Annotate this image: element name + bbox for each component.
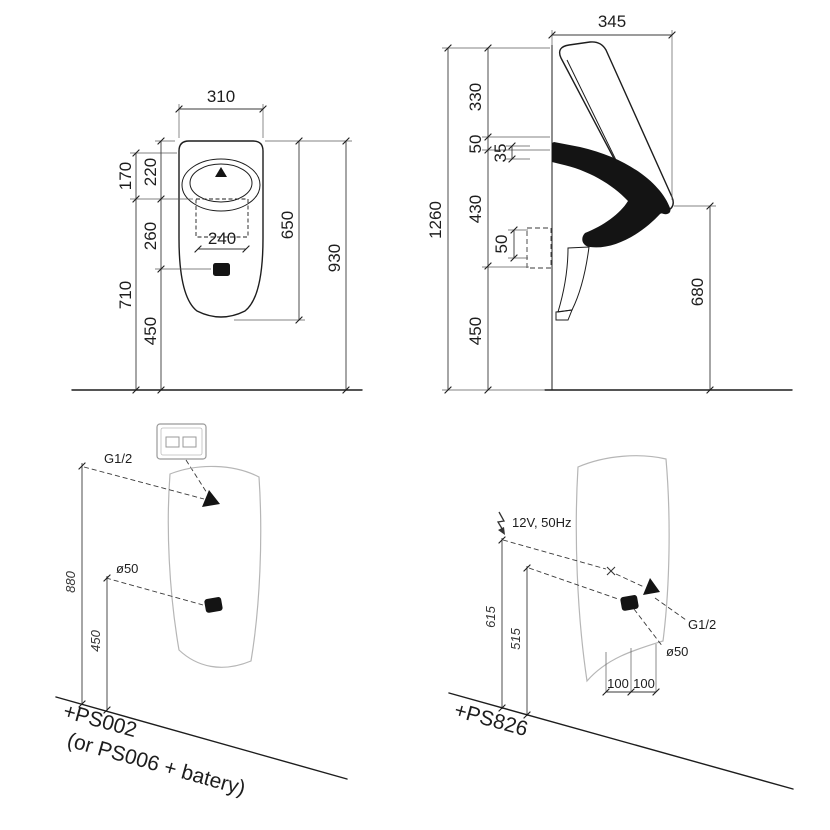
power-label: 12V, 50Hz bbox=[512, 515, 572, 530]
lightning-icon bbox=[496, 511, 506, 533]
dim-930-label: 930 bbox=[325, 244, 344, 272]
dim-615-label: 615 bbox=[483, 605, 498, 627]
flush-plate-inner bbox=[160, 427, 203, 456]
trap-profile bbox=[557, 246, 590, 313]
dim-100-right-label: 100 bbox=[633, 676, 655, 691]
bottom-foot bbox=[555, 309, 573, 321]
drain-label-leader-dashed bbox=[633, 608, 664, 648]
inlet-leader-dashed bbox=[83, 466, 205, 500]
dim-35-label: 35 bbox=[491, 144, 510, 163]
leader-dashed bbox=[615, 573, 645, 588]
install-view-right: 12V, 50Hz G1/2 ø50 100 100 615 515 +PS82… bbox=[448, 455, 794, 790]
flush-button-right bbox=[182, 436, 197, 448]
inlet-label: G1/2 bbox=[104, 451, 132, 466]
dim-430-label: 430 bbox=[466, 195, 485, 223]
bowl-inner-rim bbox=[189, 163, 253, 203]
dim-330-label: 330 bbox=[466, 83, 485, 111]
dim-220-label: 220 bbox=[141, 158, 160, 186]
dim-310-label: 310 bbox=[207, 87, 235, 106]
sensor-triangle-icon bbox=[215, 167, 227, 177]
flush-button-left bbox=[165, 436, 180, 448]
urinal-bowl-profile bbox=[552, 142, 671, 248]
urinal-ghost-outline bbox=[167, 465, 262, 668]
dim-650-label: 650 bbox=[278, 211, 297, 239]
drain-icon bbox=[204, 597, 223, 613]
dim-710-label: 710 bbox=[116, 281, 135, 309]
inlet-triangle-icon bbox=[643, 578, 660, 595]
side-view: 345 1260 330 50 430 450 35 50 680 bbox=[426, 12, 793, 394]
lightning-arrowhead bbox=[498, 527, 505, 535]
dim-515-label: 515 bbox=[508, 627, 523, 649]
dim-170-label: 170 bbox=[116, 162, 135, 190]
inlet-label: G1/2 bbox=[688, 617, 716, 632]
dim-50-mid-label: 50 bbox=[492, 235, 511, 254]
install-view-left: G1/2 ø50 880 450 +PS002 (or PS006 + bate… bbox=[55, 423, 348, 801]
dim-880-label: 880 bbox=[63, 570, 78, 592]
dim-450-label: 450 bbox=[141, 317, 160, 345]
drain-icon bbox=[620, 595, 639, 611]
flush-plate bbox=[156, 423, 207, 460]
dim-1260-label: 1260 bbox=[426, 201, 445, 239]
connection-cross-icon bbox=[606, 566, 616, 576]
plate-leader-dashed bbox=[185, 459, 208, 494]
dim-100-left-label: 100 bbox=[607, 676, 629, 691]
drain-leader-dashed bbox=[528, 567, 619, 600]
power-leader-dashed bbox=[502, 539, 607, 570]
product-code-alt: (or PS006 + batery) bbox=[65, 729, 248, 801]
floor-diagonal-line bbox=[448, 692, 794, 790]
drain-leader-dashed bbox=[105, 577, 204, 606]
drain-label: ø50 bbox=[666, 644, 688, 659]
inlet-triangle-icon bbox=[202, 490, 220, 507]
drain-label: ø50 bbox=[116, 561, 138, 576]
dim-240-label: 240 bbox=[208, 229, 236, 248]
inlet-leader-dashed bbox=[654, 597, 687, 621]
floor-diagonal-line bbox=[55, 696, 348, 780]
dim-450-label: 450 bbox=[466, 317, 485, 345]
bowl-outer-rim bbox=[181, 158, 261, 212]
dim-680-label: 680 bbox=[688, 278, 707, 306]
front-view: 310 240 220 260 450 170 710 650 930 bbox=[71, 87, 363, 394]
mounting-zone-dashed-rect bbox=[195, 198, 249, 238]
urinal-front-outline bbox=[178, 140, 264, 318]
drain-icon bbox=[213, 263, 230, 276]
dim-50-top-label: 50 bbox=[466, 135, 485, 154]
dim-450-label: 450 bbox=[88, 629, 103, 651]
dim-260-label: 260 bbox=[141, 222, 160, 250]
concealed-box-dashed-rect bbox=[526, 227, 552, 269]
urinal-ghost-outline bbox=[575, 455, 670, 683]
dim-345-label: 345 bbox=[598, 12, 626, 31]
